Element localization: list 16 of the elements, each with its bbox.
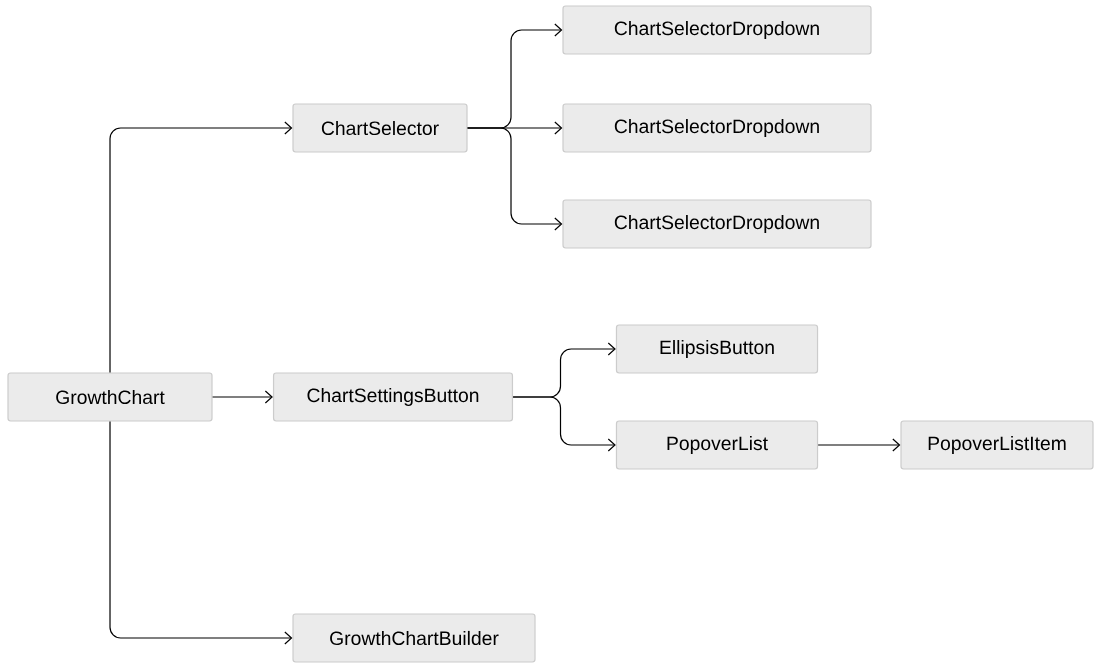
arrow xyxy=(212,390,273,404)
arrow xyxy=(512,396,616,452)
arrow xyxy=(817,438,901,452)
component-box: ChartSelector xyxy=(292,103,468,153)
component-box: GrowthChartBuilder xyxy=(292,613,536,663)
component-box: ChartSelectorDropdown xyxy=(562,199,872,249)
component-box: ChartSelectorDropdown xyxy=(562,5,872,55)
component-box: GrowthChart xyxy=(7,372,213,422)
component-box: PopoverListItem xyxy=(900,420,1094,470)
component-box: EllipsisButton xyxy=(615,324,819,374)
arrow xyxy=(109,121,293,373)
component-box: ChartSelectorDropdown xyxy=(562,103,872,153)
arrow xyxy=(109,421,293,645)
component-box: ChartSettingsButton xyxy=(272,372,514,422)
component-box: PopoverList xyxy=(615,420,819,470)
arrow xyxy=(467,127,563,231)
